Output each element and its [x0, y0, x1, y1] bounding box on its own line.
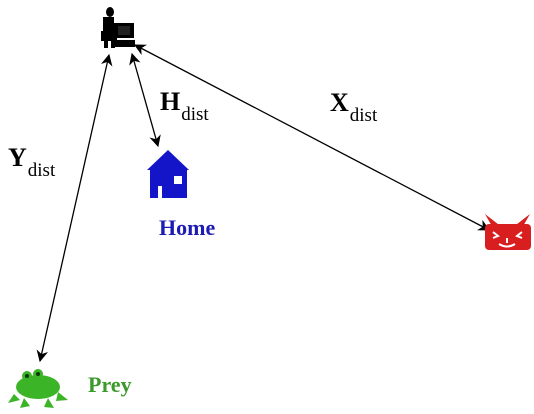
house-icon [147, 150, 189, 198]
edge-h-dist [129, 52, 161, 148]
y-dist-main: Y [8, 143, 27, 172]
x-dist-label: Xdist [330, 88, 377, 126]
cat-face-icon [485, 214, 531, 250]
y-dist-sub: dist [27, 160, 56, 181]
x-dist-sub: dist [349, 105, 378, 126]
h-dist-label: Hdist [160, 87, 209, 125]
h-dist-main: H [160, 87, 181, 116]
prey-label: Prey [88, 372, 132, 397]
frog-icon [8, 369, 68, 408]
person-at-computer-icon [101, 7, 135, 48]
home-label: Home [159, 215, 216, 240]
h-dist-sub: dist [181, 104, 209, 125]
x-dist-main: X [330, 88, 349, 117]
edge-x-dist [133, 44, 491, 231]
edge-y-dist [36, 53, 113, 363]
y-dist-label: Ydist [8, 143, 55, 181]
